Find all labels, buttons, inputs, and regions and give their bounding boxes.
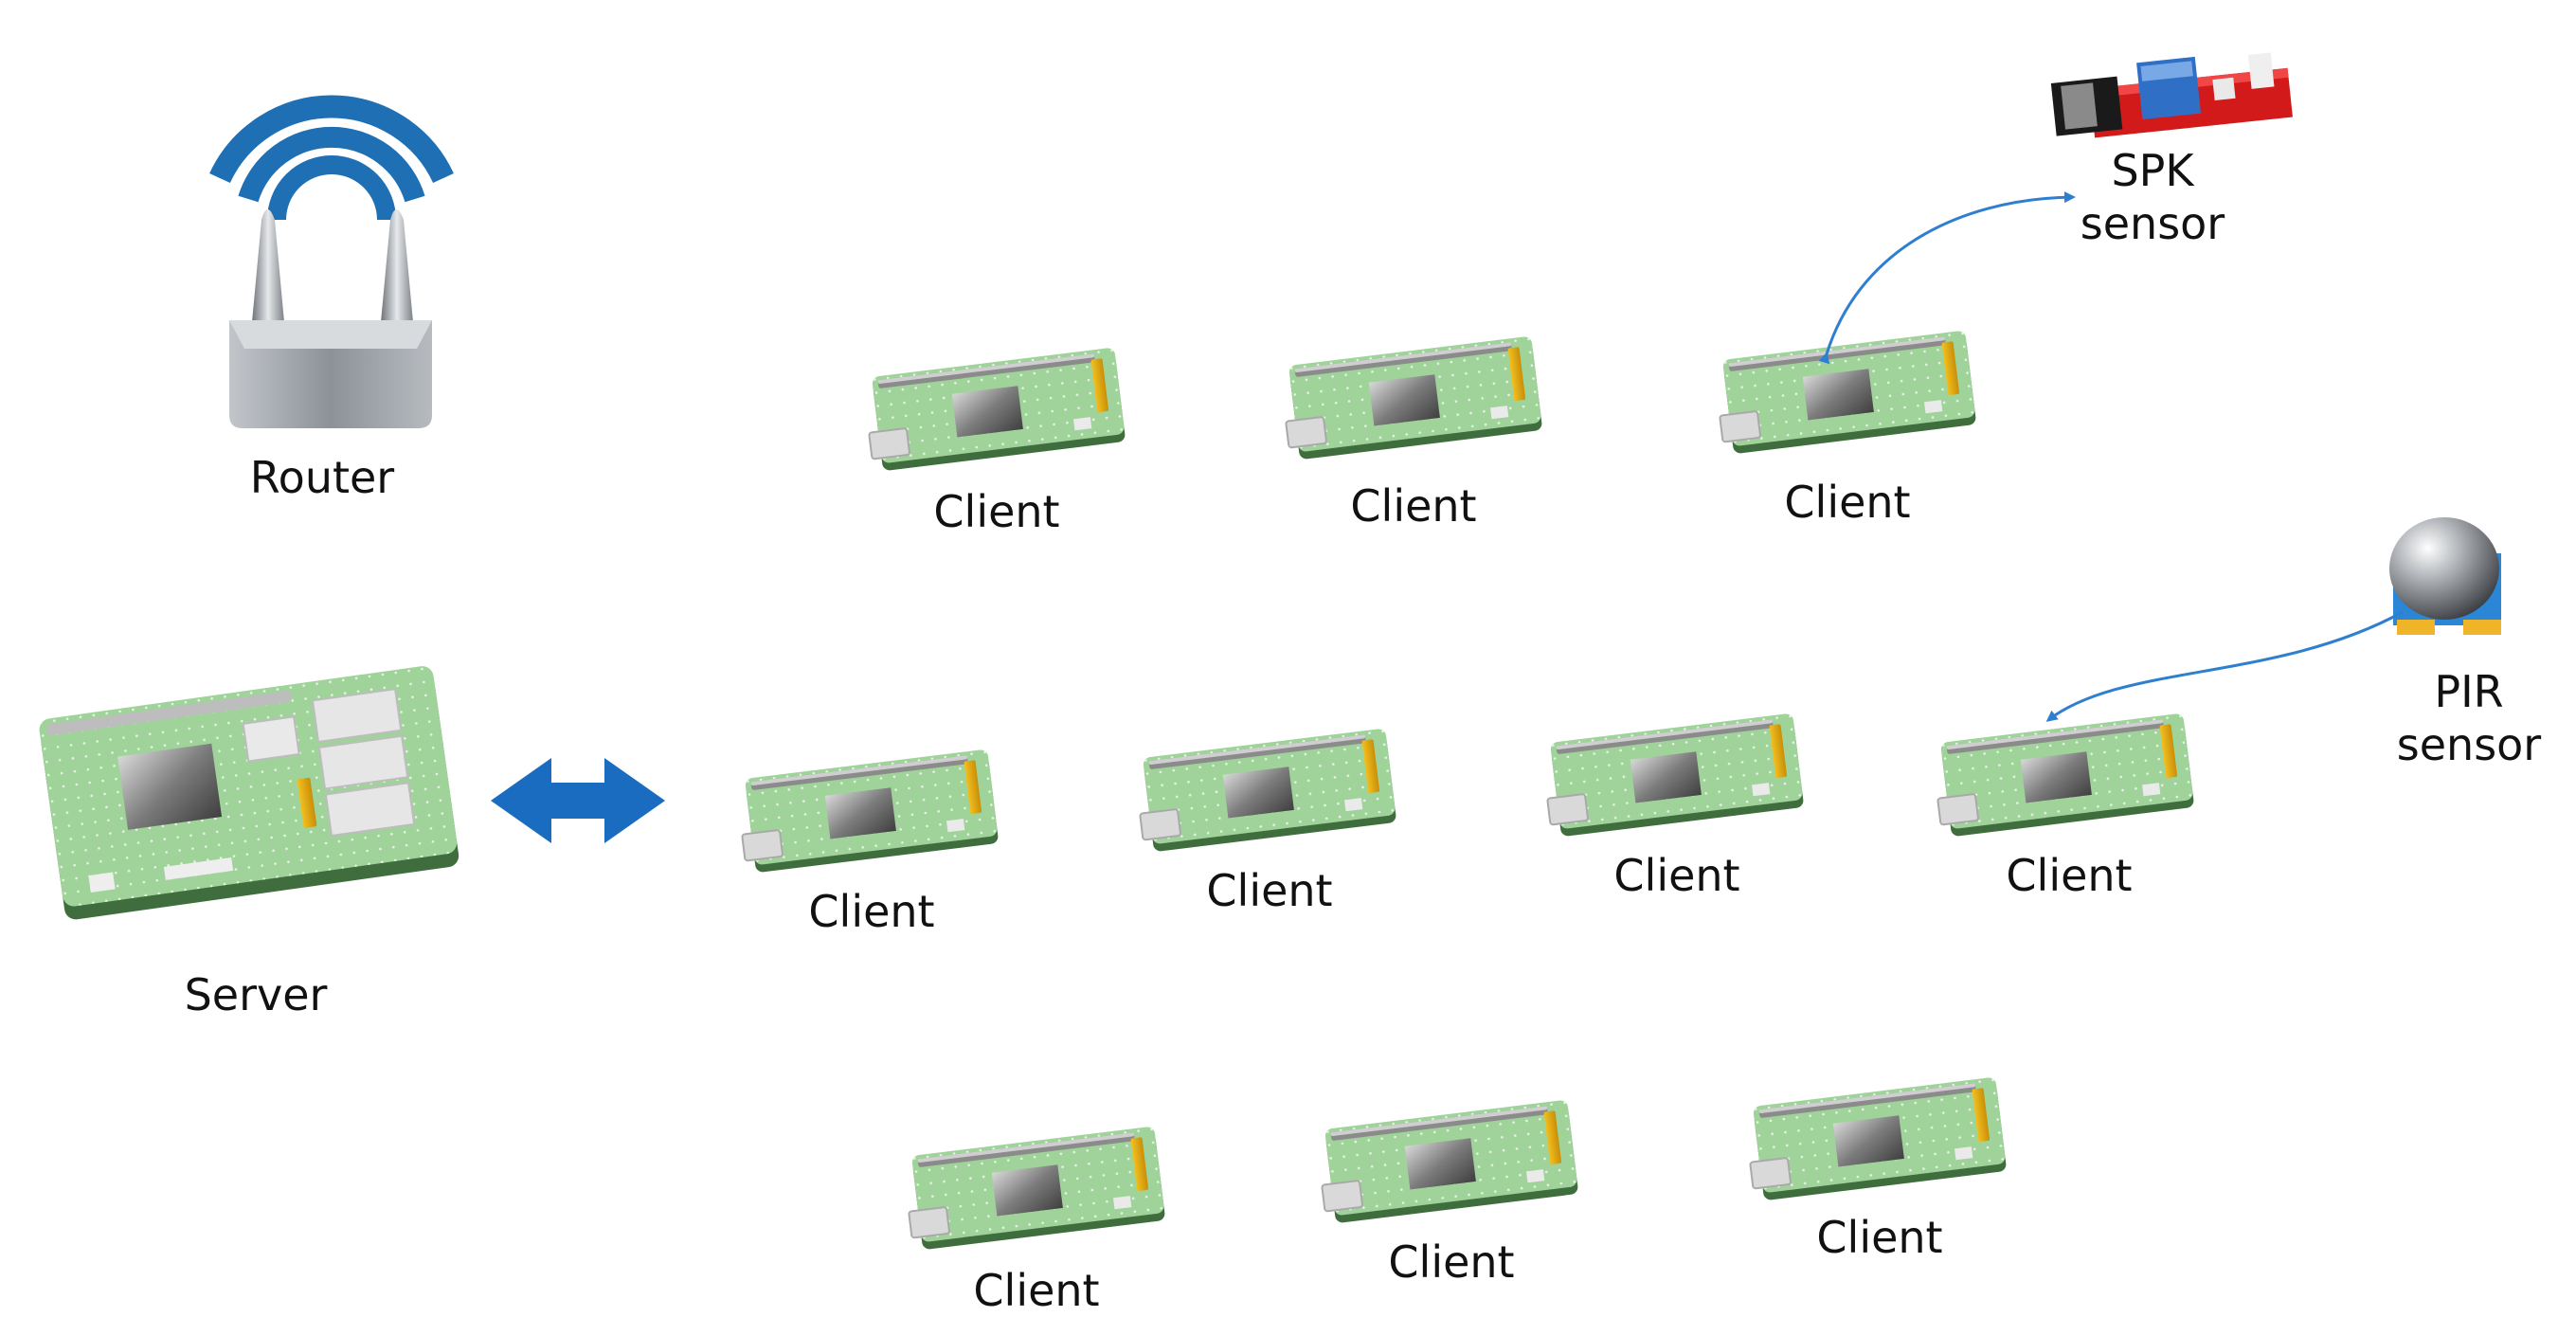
client-board-icon [1930, 712, 2196, 839]
pir-sensor-icon [2389, 517, 2501, 635]
client-label: Client [2006, 850, 2133, 901]
pir-label-line1: PIR [2434, 666, 2504, 717]
client-label: Client [1206, 865, 1333, 916]
client-label: Client [1388, 1236, 1515, 1288]
client-board-icon [1712, 329, 1978, 457]
client-board-icon [1742, 1075, 2009, 1203]
client-label: Client [1784, 477, 1911, 528]
client-board-icon [1278, 334, 1544, 462]
client-label: Client [1613, 850, 1740, 901]
spk-label-line2: sensor [2080, 198, 2225, 250]
client-board-icon [1314, 1098, 1580, 1226]
client-board-icon [1132, 727, 1398, 855]
server-icon [39, 666, 459, 920]
client-board-icon [901, 1125, 1167, 1253]
bidirectional-arrow [491, 758, 665, 843]
client-board-icon [734, 748, 1000, 875]
client-label: Client [933, 486, 1060, 537]
router-icon [209, 95, 454, 428]
client-label: Client [808, 886, 935, 937]
spk-label-line1: SPK [2111, 145, 2194, 196]
client-board-icon [861, 346, 1127, 474]
spk-sensor-label: SPK sensor [2081, 144, 2225, 250]
pir-sensor-label: PIR sensor [2397, 665, 2541, 771]
client-label: Client [1350, 480, 1477, 532]
spk-connector-arrow [1818, 191, 2076, 365]
pir-connector-arrow [2045, 610, 2404, 722]
client-board-icon [1540, 712, 1806, 839]
client-label: Client [973, 1265, 1100, 1316]
speaker-module-icon [2050, 52, 2293, 138]
pir-label-line2: sensor [2396, 719, 2542, 771]
client-label: Client [1816, 1212, 1943, 1263]
server-label: Server [184, 969, 328, 1020]
router-label: Router [249, 452, 395, 503]
